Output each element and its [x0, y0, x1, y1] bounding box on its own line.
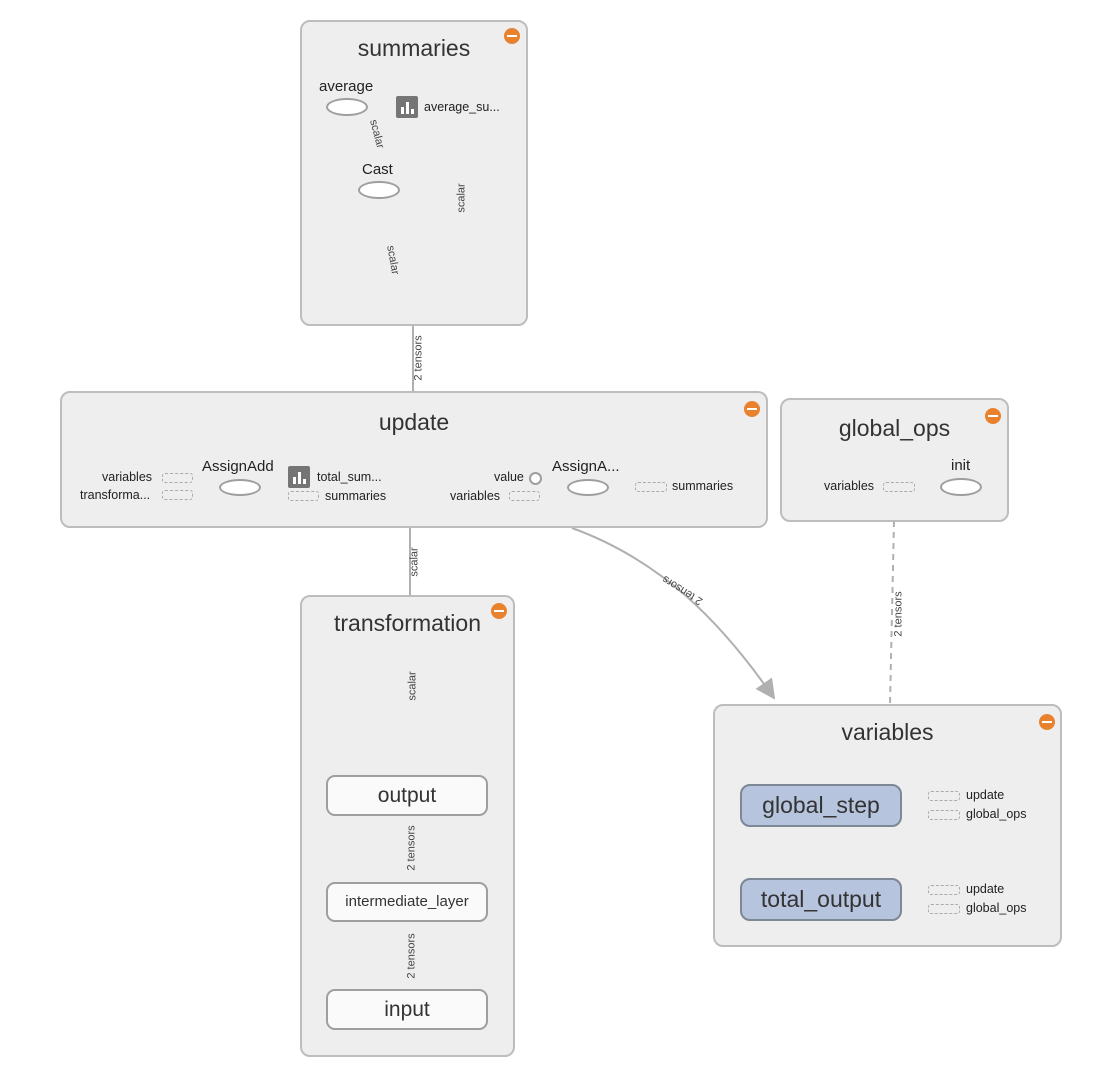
- output-node-label: output: [377, 784, 437, 807]
- transformation-group[interactable]: transformation: [300, 595, 515, 1057]
- global-ops-title: global_ops: [838, 415, 951, 441]
- assigna-node[interactable]: [567, 479, 609, 496]
- init-node-label: init: [951, 457, 971, 474]
- update-in-transformation-label: transforma...: [80, 488, 151, 502]
- average-node[interactable]: [326, 98, 368, 116]
- total-sum-label: total_sum...: [317, 470, 382, 484]
- global-ops-group[interactable]: global_ops: [780, 398, 1009, 522]
- to-update-stub[interactable]: [928, 885, 960, 895]
- average-summary-label: average_su...: [424, 100, 500, 114]
- variables-title: variables: [841, 719, 934, 745]
- summaries-title: summaries: [357, 35, 471, 61]
- update-out-summaries-2-stub[interactable]: [635, 482, 667, 492]
- init-node[interactable]: [940, 478, 982, 496]
- edge-label-summaries-update: 2 tensors: [412, 335, 425, 381]
- global-step-label: global_step: [762, 792, 880, 818]
- summary-icon[interactable]: [396, 96, 418, 118]
- to-global-ops-label: global_ops: [966, 901, 1027, 915]
- cast-node[interactable]: [358, 181, 400, 199]
- assignadd-node[interactable]: [219, 479, 261, 496]
- update-out-summaries-stub[interactable]: [288, 491, 319, 501]
- gs-update-label: update: [966, 788, 1005, 802]
- edge-label-average-out: scalar: [455, 183, 468, 213]
- update-in-variables-label: variables: [102, 470, 153, 484]
- update-group[interactable]: update: [60, 391, 768, 528]
- edge-update-variables: [571, 527, 776, 700]
- edge-label-output-top: scalar: [406, 671, 419, 701]
- update-in-transformation-stub[interactable]: [162, 490, 193, 500]
- edge-label-globalops-variables: 2 tensors: [892, 591, 905, 637]
- gs-global-ops-stub[interactable]: [928, 810, 960, 820]
- gs-global-ops-label: global_ops: [966, 807, 1027, 821]
- update-in-variables-2-label: variables: [450, 489, 501, 503]
- to-update-label: update: [966, 882, 1005, 896]
- edge-label-intermediate-input: 2 tensors: [405, 933, 418, 979]
- update-in-variables-stub[interactable]: [162, 473, 193, 483]
- summaries-collapse-button[interactable]: [504, 28, 520, 44]
- intermediate-layer-node[interactable]: intermediate_layer: [326, 882, 488, 922]
- update-in-variables-2-stub[interactable]: [509, 491, 540, 501]
- total-output-node[interactable]: total_output: [740, 878, 902, 921]
- summaries-group[interactable]: summaries: [300, 20, 528, 326]
- value-input-label: value: [494, 470, 524, 484]
- assigna-node-label: AssignA...: [552, 458, 620, 475]
- global-ops-in-variables-label: variables: [824, 479, 875, 493]
- update-title: update: [378, 409, 450, 435]
- input-node[interactable]: input: [326, 989, 488, 1030]
- gs-update-stub[interactable]: [928, 791, 960, 801]
- cast-node-label: Cast: [362, 161, 393, 178]
- edge-label-update-transformation: scalar: [408, 547, 421, 577]
- transformation-title: transformation: [333, 610, 481, 636]
- update-collapse-button[interactable]: [744, 401, 760, 417]
- assignadd-node-label: AssignAdd: [202, 458, 274, 475]
- update-out-summaries-label: summaries: [325, 489, 387, 503]
- update-out-summaries-2-label: summaries: [672, 479, 734, 493]
- average-node-label: average: [319, 78, 374, 95]
- total-output-label: total_output: [760, 886, 882, 912]
- edge-label-output-intermediate: 2 tensors: [405, 825, 418, 871]
- to-global-ops-stub[interactable]: [928, 904, 960, 914]
- value-input-circle[interactable]: [529, 472, 542, 485]
- input-node-label: input: [384, 998, 430, 1021]
- intermediate-layer-label: intermediate_layer: [345, 893, 469, 910]
- edge-globalops-variables: [889, 520, 895, 705]
- output-node[interactable]: output: [326, 775, 488, 816]
- summary-icon[interactable]: [288, 466, 310, 488]
- global-ops-collapse-button[interactable]: [985, 408, 1001, 424]
- global-step-node[interactable]: global_step: [740, 784, 902, 827]
- global-ops-in-variables-stub[interactable]: [883, 482, 915, 492]
- transformation-collapse-button[interactable]: [491, 603, 507, 619]
- variables-collapse-button[interactable]: [1039, 714, 1055, 730]
